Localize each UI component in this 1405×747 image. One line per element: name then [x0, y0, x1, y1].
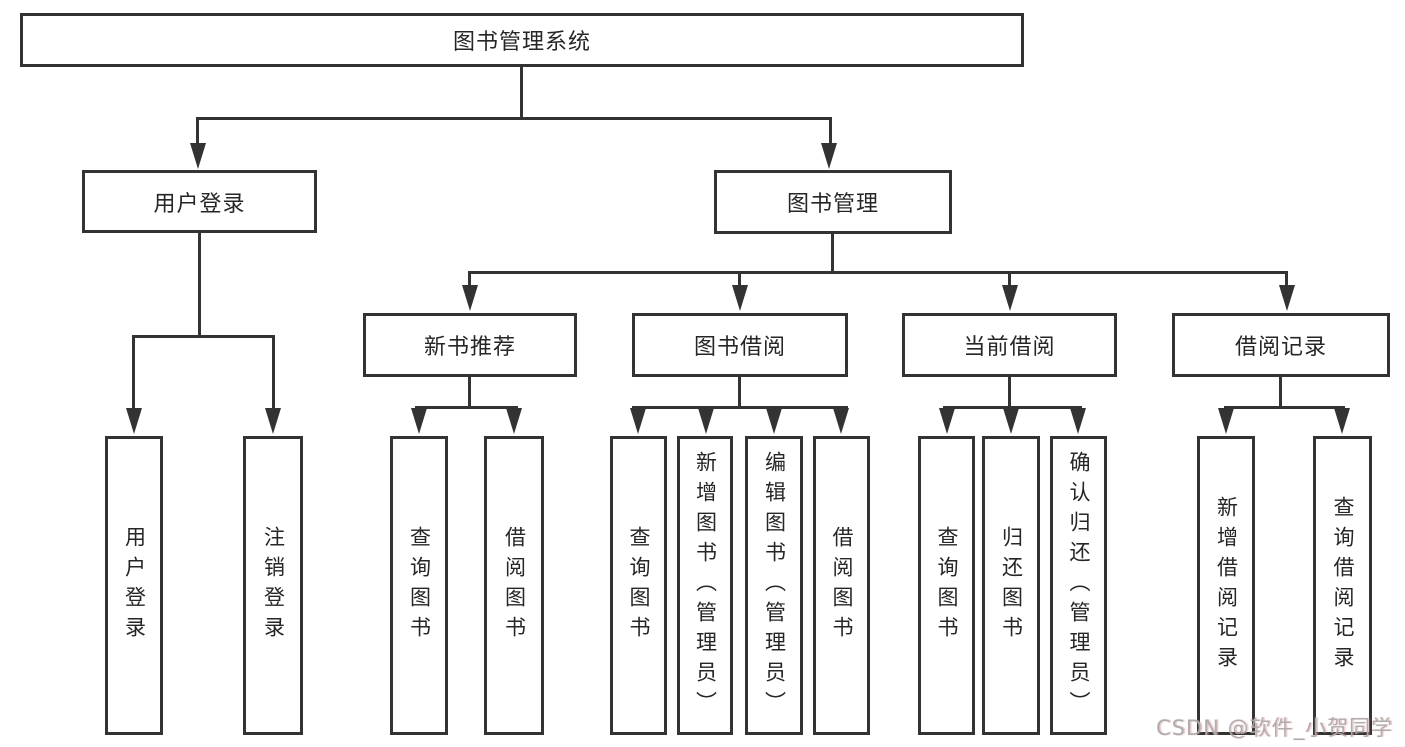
connector-line	[1285, 271, 1288, 287]
arrow-down-icon	[1002, 285, 1018, 311]
connector-line	[198, 233, 201, 335]
leaf-label: 编辑图书（管理员）	[762, 450, 787, 721]
leaf-query-borrow-record: 查询借阅记录	[1313, 436, 1372, 735]
connector-line	[468, 271, 471, 287]
csdn-watermark: CSDN @软件_小贺同学	[1155, 716, 1393, 740]
leaf-logout: 注销登录	[243, 436, 303, 735]
leaf-add-borrow-record: 新增借阅记录	[1197, 436, 1255, 735]
connector-line	[468, 271, 1288, 274]
leaf-confirm-return-admin: 确认归还（管理员）	[1050, 436, 1107, 735]
arrow-down-icon	[265, 408, 281, 434]
arrow-down-icon	[1003, 408, 1019, 434]
leaf-label: 查询图书	[935, 525, 959, 646]
leaf-label: 新增借阅记录	[1214, 495, 1239, 676]
arrow-down-icon	[939, 408, 955, 434]
arrow-down-icon	[1070, 408, 1086, 434]
connector-line	[738, 271, 741, 287]
arrow-down-icon	[462, 285, 478, 311]
leaf-borrow-books-1: 借阅图书	[484, 436, 544, 735]
leaf-user-login: 用户登录	[105, 436, 163, 735]
connector-line	[738, 377, 741, 408]
arrow-down-icon	[698, 408, 714, 434]
arrow-down-icon	[732, 285, 748, 311]
arrow-down-icon	[766, 408, 782, 434]
leaf-label: 确认归还（管理员）	[1067, 450, 1091, 721]
arrow-down-icon	[833, 408, 849, 434]
leaf-label: 查询图书	[627, 525, 651, 646]
node-label: 当前借阅	[963, 335, 1056, 360]
leaf-label: 注销登录	[261, 525, 286, 646]
node-new-book-recommendation: 新书推荐	[363, 313, 577, 377]
leaf-add-books-admin: 新增图书（管理员）	[677, 436, 733, 735]
node-borrowing-records: 借阅记录	[1172, 313, 1390, 377]
arrow-down-icon	[190, 143, 206, 169]
connector-line	[632, 406, 848, 409]
node-book-borrowing: 图书借阅	[632, 313, 848, 377]
node-current-borrowing: 当前借阅	[902, 313, 1117, 377]
arrow-down-icon	[411, 408, 427, 434]
arrow-down-icon	[1279, 285, 1295, 311]
arrow-down-icon	[1334, 408, 1350, 434]
connector-line	[415, 406, 518, 409]
leaf-query-books-3: 查询图书	[918, 436, 975, 735]
node-label: 用户登录	[153, 191, 246, 217]
connector-line	[1224, 406, 1345, 409]
leaf-return-books: 归还图书	[982, 436, 1040, 735]
connector-line	[1279, 377, 1282, 408]
leaf-label: 借阅图书	[830, 525, 854, 646]
leaf-query-books-2: 查询图书	[610, 436, 667, 735]
connector-line	[943, 406, 1082, 409]
node-library-management-system: 图书管理系统	[20, 13, 1024, 67]
leaf-label: 新增图书（管理员）	[693, 450, 718, 721]
node-book-management: 图书管理	[714, 170, 952, 234]
node-label: 图书管理	[786, 192, 879, 217]
connector-line	[132, 335, 135, 410]
connector-line	[468, 377, 471, 408]
connector-line	[1008, 271, 1011, 287]
connector-line	[520, 67, 523, 120]
node-label: 借阅记录	[1234, 335, 1327, 360]
node-label: 新书推荐	[423, 335, 516, 360]
node-label: 图书借阅	[693, 335, 786, 360]
connector-line	[829, 117, 832, 147]
arrow-down-icon	[1218, 408, 1234, 434]
leaf-edit-books-admin: 编辑图书（管理员）	[745, 436, 803, 735]
leaf-query-books-1: 查询图书	[390, 436, 448, 735]
connector-line	[831, 234, 834, 271]
node-user-login: 用户登录	[82, 170, 317, 233]
connector-line	[1008, 377, 1011, 408]
leaf-borrow-books-2: 借阅图书	[813, 436, 870, 735]
arrow-down-icon	[506, 408, 522, 434]
leaf-label: 用户登录	[122, 525, 147, 646]
arrow-down-icon	[821, 143, 837, 169]
connector-line	[132, 335, 275, 338]
connector-line	[272, 335, 275, 410]
leaf-label: 借阅图书	[502, 525, 527, 646]
arrow-down-icon	[630, 408, 646, 434]
leaf-label: 查询图书	[407, 525, 432, 646]
connector-line	[196, 117, 199, 147]
leaf-label: 归还图书	[999, 525, 1024, 646]
leaf-label: 查询借阅记录	[1331, 495, 1355, 676]
node-label: 图书管理系统	[452, 30, 591, 55]
connector-line	[196, 117, 832, 120]
arrow-down-icon	[126, 408, 142, 434]
